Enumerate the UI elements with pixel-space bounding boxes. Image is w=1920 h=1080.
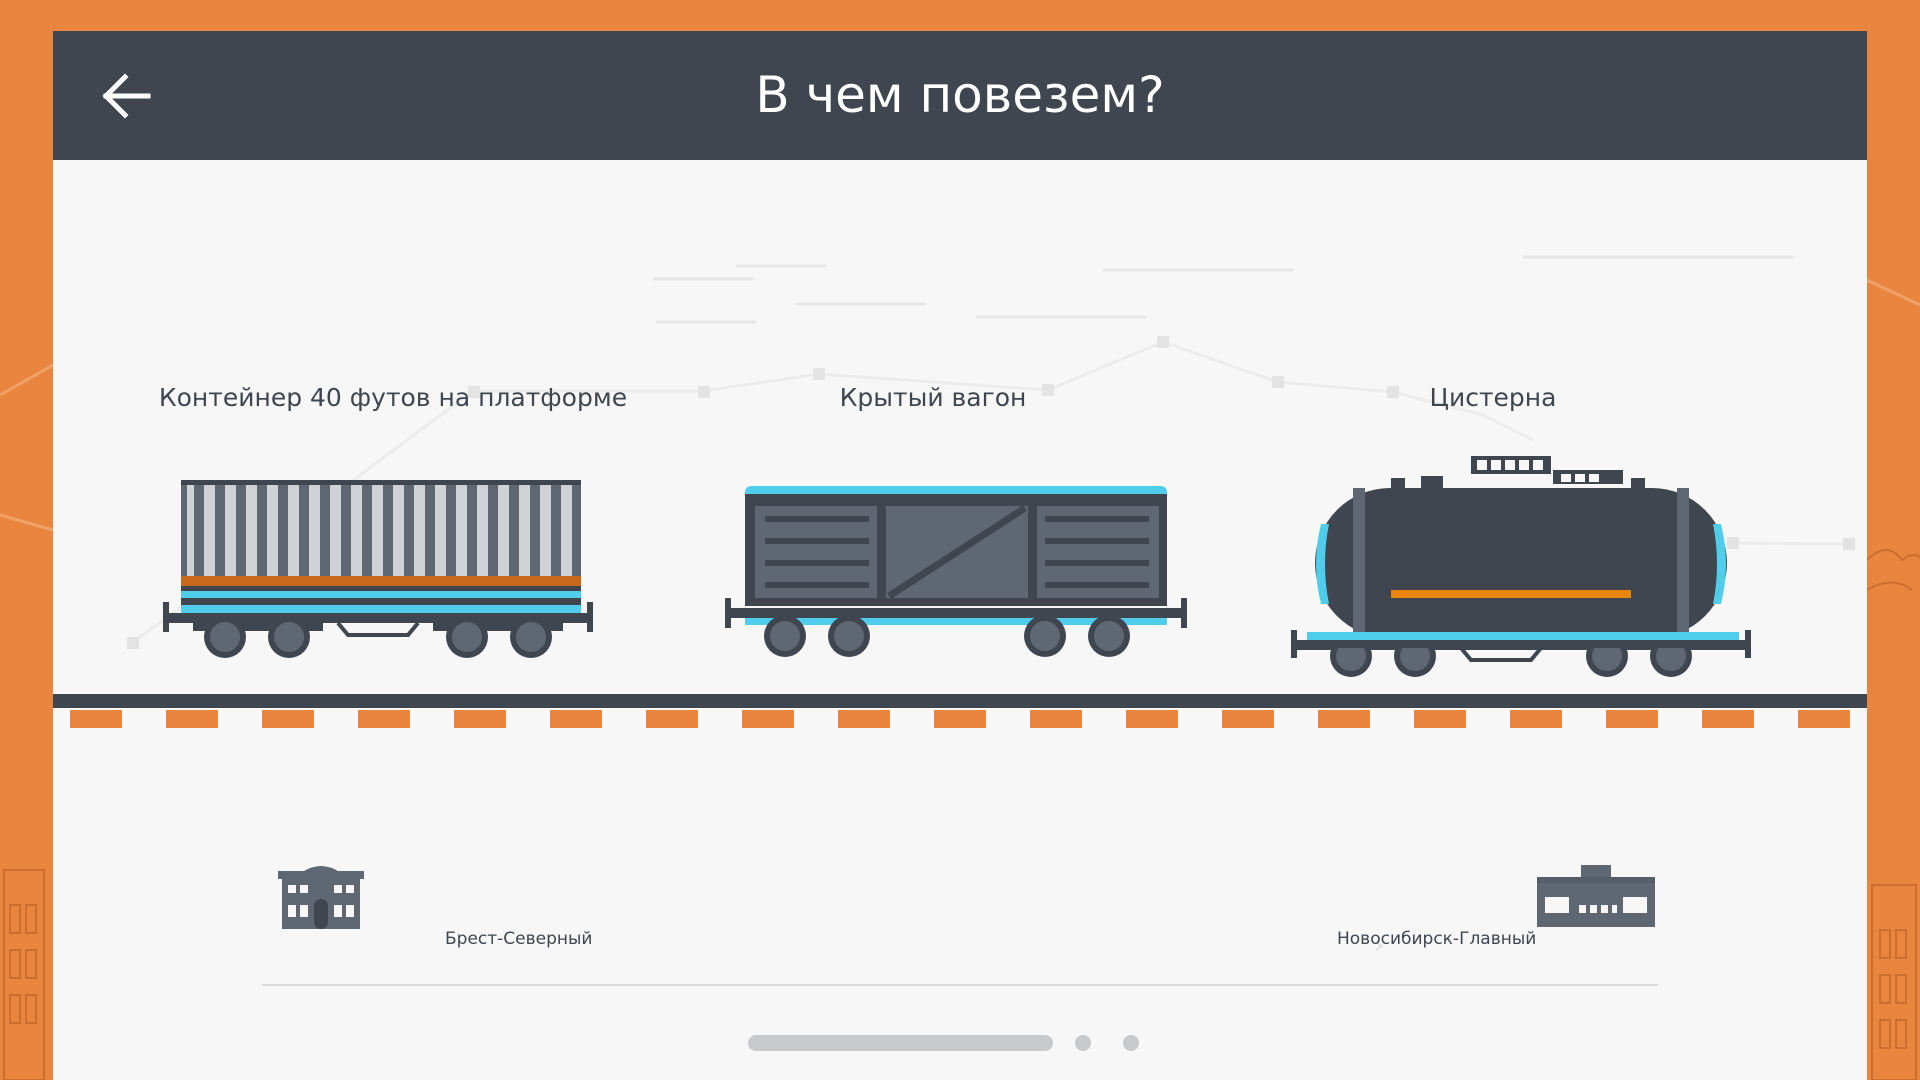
container-flatcar-icon[interactable] xyxy=(163,472,593,658)
boxcar-icon[interactable] xyxy=(725,486,1195,658)
page-title: В чем повезем? xyxy=(755,66,1165,124)
wagon-selection-scene: Контейнер 40 футов на платформе Крытый в… xyxy=(53,160,1867,1080)
wagon-label-container[interactable]: Контейнер 40 футов на платформе xyxy=(158,383,628,412)
page-dot-active[interactable] xyxy=(748,1035,1053,1051)
route-destination: Новосибирск-Главный xyxy=(1337,929,1537,949)
tank-car-wheels xyxy=(1330,648,1692,677)
station-building-icon xyxy=(278,866,364,929)
route-line xyxy=(590,941,1384,951)
page-dot[interactable] xyxy=(1123,1035,1139,1051)
background-pattern xyxy=(127,255,1855,649)
route-origin: Брест-Северный xyxy=(445,929,593,949)
station-building-icon xyxy=(1537,865,1655,927)
wagon-label-tank[interactable]: Цистерна xyxy=(1429,383,1557,412)
route-divider xyxy=(262,984,1658,986)
arrow-left-icon xyxy=(102,73,151,119)
main-panel: В чем повезем? xyxy=(53,31,1867,1080)
tank-car-icon[interactable] xyxy=(1291,454,1751,658)
page-dot[interactable] xyxy=(1075,1035,1091,1051)
wagon-label-boxcar[interactable]: Крытый вагон xyxy=(839,383,1027,412)
header-bar: В чем повезем? xyxy=(53,31,1867,160)
rail-track xyxy=(53,694,1867,728)
page-indicator xyxy=(748,1035,1139,1051)
back-button[interactable] xyxy=(91,61,161,131)
